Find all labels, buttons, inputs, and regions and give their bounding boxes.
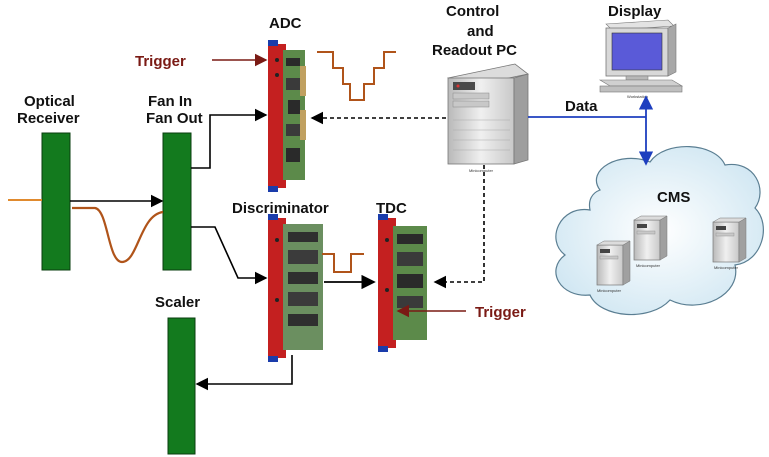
label-control-line3: Readout PC (432, 42, 517, 59)
adc-board (268, 40, 306, 192)
readout-pc-tower (447, 63, 529, 165)
label-trigger-tdc: Trigger (475, 304, 526, 321)
label-tdc: TDC (376, 200, 407, 217)
label-adc: ADC (269, 15, 302, 32)
label-control-line1: Control (446, 3, 499, 20)
pc-caption: Minicomputer (469, 168, 494, 173)
cms-server-1-caption: Minicomputer (597, 288, 622, 293)
workstation-caption: Workstation (627, 94, 648, 99)
cms-server-2-caption: Minicomputer (636, 263, 661, 268)
label-fan-line1: Fan In (148, 93, 192, 110)
label-optical-line2: Receiver (17, 110, 80, 127)
label-discriminator: Discriminator (232, 200, 329, 217)
label-trigger-adc: Trigger (135, 53, 186, 70)
cms-server-1 (596, 240, 631, 286)
label-cms: CMS (657, 189, 690, 206)
adc-step-waveform (317, 51, 396, 101)
discriminator-to-scaler-connection (195, 355, 293, 391)
scaler-module (167, 317, 196, 455)
optical-receiver-module (41, 132, 71, 271)
discriminator-pulse-waveform (322, 253, 364, 273)
cms-server-2 (633, 215, 668, 261)
fan-to-adc-connection (191, 108, 268, 169)
label-data: Data (565, 98, 598, 115)
cms-server-3-caption: Minicomputer (714, 265, 739, 270)
fan-to-discriminator-connection (191, 226, 268, 285)
cms-server-3 (712, 217, 747, 263)
label-scaler: Scaler (155, 294, 200, 311)
discriminator-board (268, 214, 323, 362)
label-fan-line2: Fan Out (146, 110, 203, 127)
label-control-line2: and (467, 23, 494, 40)
analog-pulse-waveform (72, 206, 164, 264)
pc-to-tdc-dashed-link (433, 165, 485, 289)
tdc-board (378, 214, 427, 352)
fan-in-fan-out-module (162, 132, 192, 271)
display-workstation (598, 19, 684, 93)
label-optical-line1: Optical (24, 93, 75, 110)
label-display: Display (608, 3, 662, 20)
